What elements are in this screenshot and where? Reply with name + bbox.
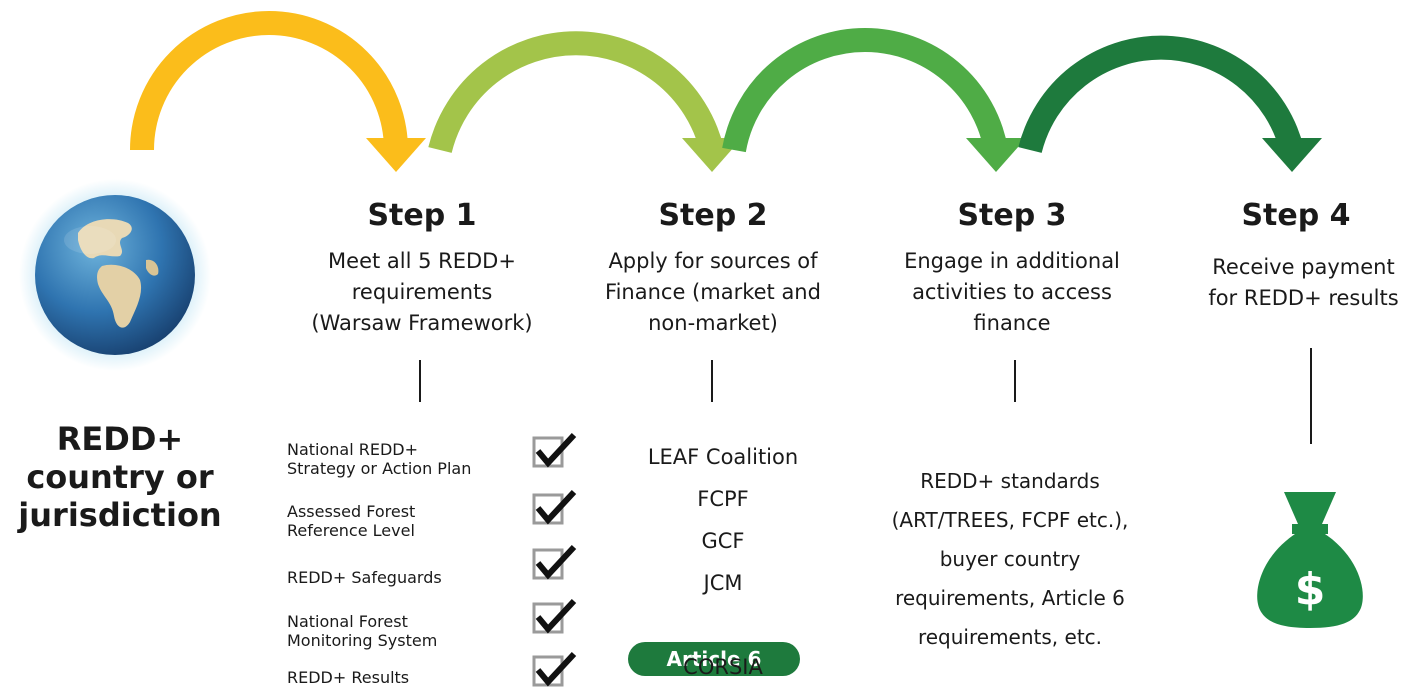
step3-connector-line <box>1014 360 1016 402</box>
arc-arrow-step3 <box>722 28 1026 172</box>
globe-icon <box>19 179 211 371</box>
checkbox-checked-icon <box>532 544 577 580</box>
step1-title: Step 1 <box>367 198 477 233</box>
checkbox-checked-icon <box>532 489 577 525</box>
checkbox-checked-icon <box>532 651 577 687</box>
country-label: REDD+ country or jurisdiction <box>18 420 222 534</box>
arc-arrow-step1 <box>130 11 426 172</box>
step3-description: Engage in additional activities to acces… <box>904 249 1120 335</box>
finance-source: FCPF <box>697 487 749 511</box>
step3-title: Step 3 <box>957 198 1067 233</box>
arc-arrow-step4 <box>1018 35 1322 172</box>
finance-source: LEAF Coalition <box>647 445 799 469</box>
requirement-label: REDD+ Results <box>287 668 410 687</box>
arc-arrow-step2 <box>428 31 742 172</box>
checkbox-checked-icon <box>532 432 577 468</box>
checkbox-checked-icon <box>532 598 577 634</box>
finance-source: JCM <box>703 571 743 595</box>
step2-description: Apply for sources of Finance (market and… <box>605 249 821 335</box>
requirement-label: REDD+ Safeguards <box>287 568 442 587</box>
svg-text:$: $ <box>1295 564 1326 615</box>
step2-connector-line <box>711 360 713 402</box>
finance-source: CORSIA <box>683 655 763 679</box>
step4-connector-line <box>1310 348 1312 444</box>
requirement-label: National Forest Monitoring System <box>287 612 438 650</box>
finance-source: GCF <box>701 529 745 553</box>
step4-description: Receive payment for REDD+ results <box>1208 255 1399 310</box>
step3-standards-text: REDD+ standards (ART/TREES, FCPF etc.), … <box>891 469 1129 649</box>
finance-source-highlighted: Article 6 <box>628 642 800 676</box>
requirement-label: Assessed Forest Reference Level <box>287 502 416 540</box>
requirement-label: National REDD+ Strategy or Action Plan <box>287 440 472 478</box>
money-bag-icon: $ <box>1257 492 1363 628</box>
step1-description: Meet all 5 REDD+ requirements (Warsaw Fr… <box>311 249 533 335</box>
step2-title: Step 2 <box>658 198 768 233</box>
step4-title: Step 4 <box>1241 198 1351 233</box>
step1-connector-line <box>419 360 421 402</box>
